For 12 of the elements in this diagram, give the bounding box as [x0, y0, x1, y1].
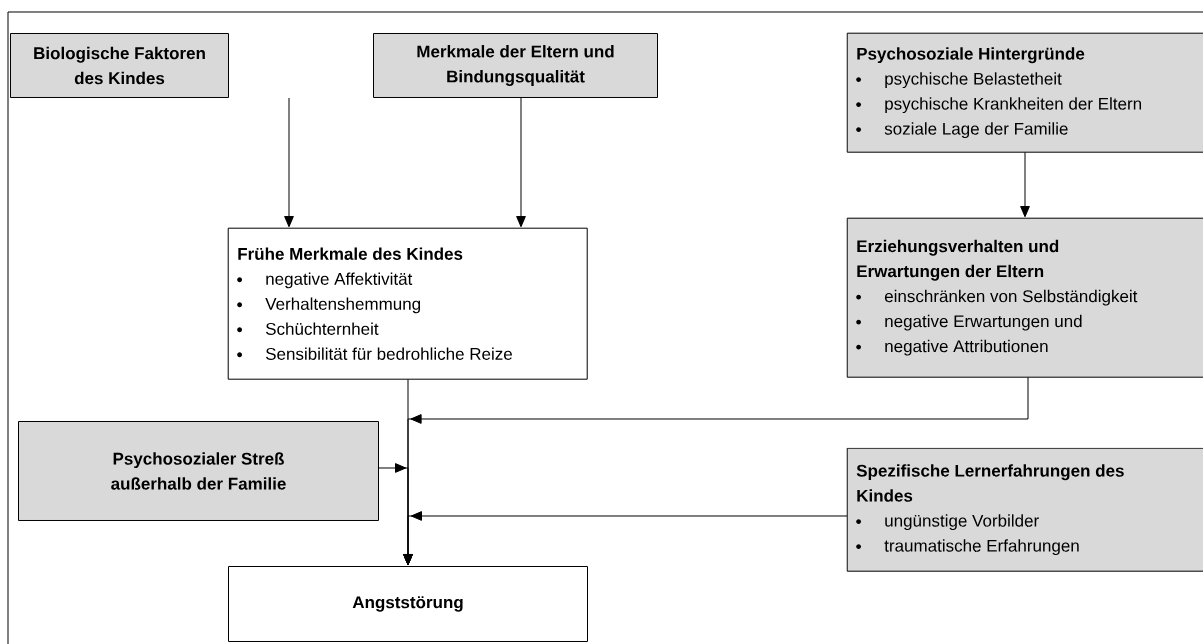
factor-box: Biologische Faktoren des Kindes [10, 33, 229, 98]
arrow [1020, 151, 1030, 218]
arrow [516, 97, 526, 228]
outcome-box: Angststörung [228, 566, 588, 642]
factor-box: Erziehungsverhalten und Erwartungen der Eltern einschränken von Selbständigkeit negative Erwartungen und negative Attributionen [846, 217, 1203, 378]
factor-box: Psychosoziale Hintergründe psychische Belastetheit psychische Krankheiten der Eltern soziale Lage der Familie [846, 32, 1203, 153]
arrow [284, 97, 294, 228]
feature-box: Frühe Merkmale des Kindes negative Affektivität Verhaltenshemmung Schüchternheit Sensibilität für bedrohliche Reize [227, 227, 588, 380]
factor-box: Merkmale der Eltern und Bindungsqualität [373, 33, 658, 98]
factor-box: Spezifische Lernerfahrungen des Kindes ungünstige Vorbilder traumatische Erfahrungen [846, 447, 1203, 572]
factor-box: Psychosozialer Streß außerhalb der Familie [18, 421, 379, 521]
arrow [403, 378, 413, 566]
